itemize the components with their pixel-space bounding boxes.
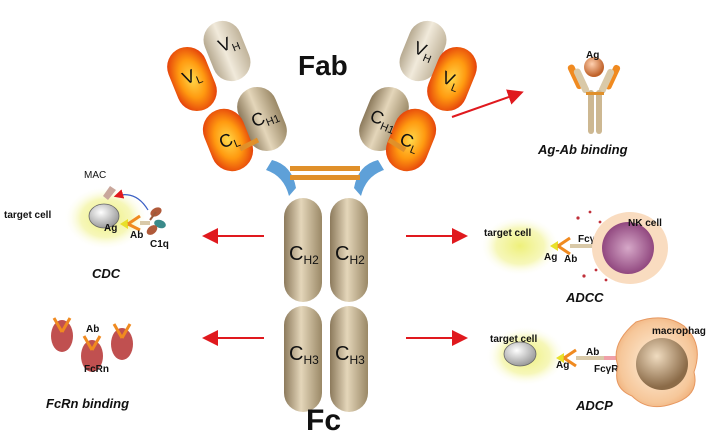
adcp-antigen [556,353,564,363]
left-ch3-domain [284,306,322,412]
right-ch2-label: CH2 [335,243,365,267]
fcrn-panel: Ab FcRn FcRn binding [46,317,133,411]
cdc-antigen [120,219,128,229]
cdc-target-label: target cell [4,210,51,221]
fcrn-receptor-2 [81,335,103,372]
cdc-ag-label: Ag [104,223,117,234]
adcp-effector-label: macrophage [652,326,706,337]
fcrn-receptor-1 [51,317,73,352]
right-vh-domain [399,20,447,82]
cdc-c1q-label: C1q [150,239,169,250]
adcp-ab-label: Ab [586,347,599,358]
c1q-molecule [146,207,166,235]
adcc-nk-cell [602,222,654,274]
right-fab-disulfide [387,137,407,153]
right-hinge [354,160,384,196]
adcc-ab-label: Ab [564,254,577,265]
mac-pore [103,186,116,200]
fc-label: Fc [306,404,341,434]
cdc-mac-label: MAC [84,170,106,181]
right-vl-label: VL [438,67,463,95]
cdc-ab-label: Ab [130,230,143,241]
fab-label: Fab [298,50,348,81]
adcc-granules [576,210,608,282]
left-ch2-domain [284,198,322,302]
fcrn-ab-label: Ab [86,324,99,335]
cdc-nucleus [88,203,120,229]
adcc-title: ADCC [565,290,604,305]
adcc-antibody [557,236,596,256]
right-cl-domain [385,108,437,172]
antibody-main: VH VL CH1 CL VH VL CH1 CL CH2 CH2 CH3 CH… [167,20,477,434]
adcc-target-cell [480,216,560,276]
hinge-region [266,160,384,196]
right-ch1-label: CH1 [366,105,400,136]
adcc-receptor-label: FcγR [578,234,603,245]
left-fab-disulfide [238,137,260,152]
right-vh-label: VH [410,37,437,66]
left-ch3-label: CH3 [289,343,319,367]
hinge-disulfide-top [290,166,360,171]
ag-ab-ag-label: Ag [586,50,599,61]
hinge-disulfide-bottom [290,175,360,180]
adcp-macrophage-nucleus [636,338,688,390]
left-ch1-domain [237,86,287,152]
arrow-to-ag-ab [451,89,524,118]
adcp-title: ADCP [575,398,613,413]
cdc-title: CDC [92,266,121,281]
cdc-panel: MAC target cell Ag Ab C1q CDC [4,170,169,281]
adcp-ag-label: Ag [556,360,569,371]
right-ch3-domain [330,306,368,412]
adcp-receptor-label: FcγR [594,364,619,375]
adcc-antigen [550,241,558,251]
left-vh-domain [203,20,251,82]
fcrn-receptor-3 [111,323,133,360]
right-vl-domain [427,46,477,112]
fcrn-receptor-label: FcRn [84,364,109,375]
adcc-panel: target cell Ag Ab FcγR NK cell ADCC [480,210,668,305]
right-fab-arm [359,20,477,172]
fcrn-title: FcRn binding [46,396,129,411]
antigen-ball [584,57,604,77]
adcc-target-label: target cell [484,228,531,239]
right-cl-label: CL [396,129,422,157]
fc-region [284,198,368,412]
ag-ab-title: Ag-Ab binding [537,142,628,157]
adcp-panel: target cell Ag Ab FcγR macrophage ADCP [486,317,706,413]
adcc-effector-label: NK cell [628,218,662,229]
small-antibody-icon [567,64,621,134]
cdc-antibody [127,214,150,232]
adcc-ag-label: Ag [544,252,557,263]
left-cl-domain [202,108,254,172]
adcp-nucleus [503,341,537,367]
adcp-target-label: target cell [490,334,537,345]
left-fab-arm [167,20,287,172]
ag-ab-binding-panel: Ag Ag-Ab binding [537,50,628,157]
right-ch2-domain [330,198,368,302]
cdc-curved-arrow [113,189,149,211]
left-ch2-label: CH2 [289,243,319,267]
right-ch3-label: CH3 [335,343,365,367]
left-vl-domain [167,46,217,112]
left-hinge [266,160,296,196]
arrows [202,89,524,346]
